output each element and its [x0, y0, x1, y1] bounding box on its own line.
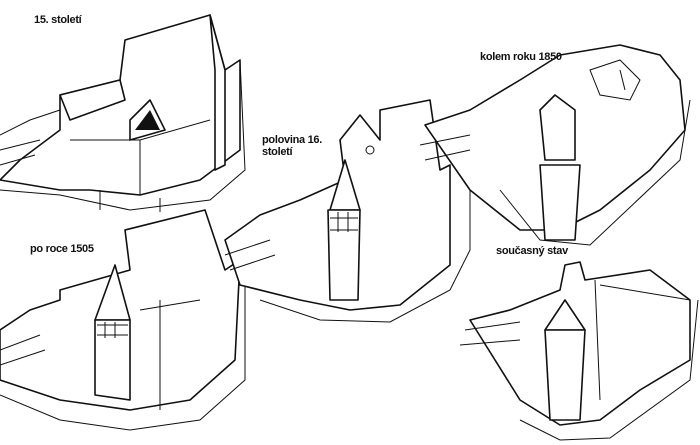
castle-after-1505	[0, 209, 246, 431]
label-current-state: současný stav	[496, 245, 568, 257]
label-around-1850: kolem roku 1850	[480, 51, 562, 63]
castle-mid-16th-century	[224, 99, 471, 323]
castle-around-1850	[419, 44, 691, 246]
castle-15th-century	[0, 14, 246, 212]
label-mid-16th-century: polovina 16. století	[262, 134, 322, 158]
castle-current-state	[459, 261, 699, 441]
label-after-1505: po roce 1505	[30, 243, 94, 255]
label-15th-century: 15. století	[34, 14, 82, 26]
